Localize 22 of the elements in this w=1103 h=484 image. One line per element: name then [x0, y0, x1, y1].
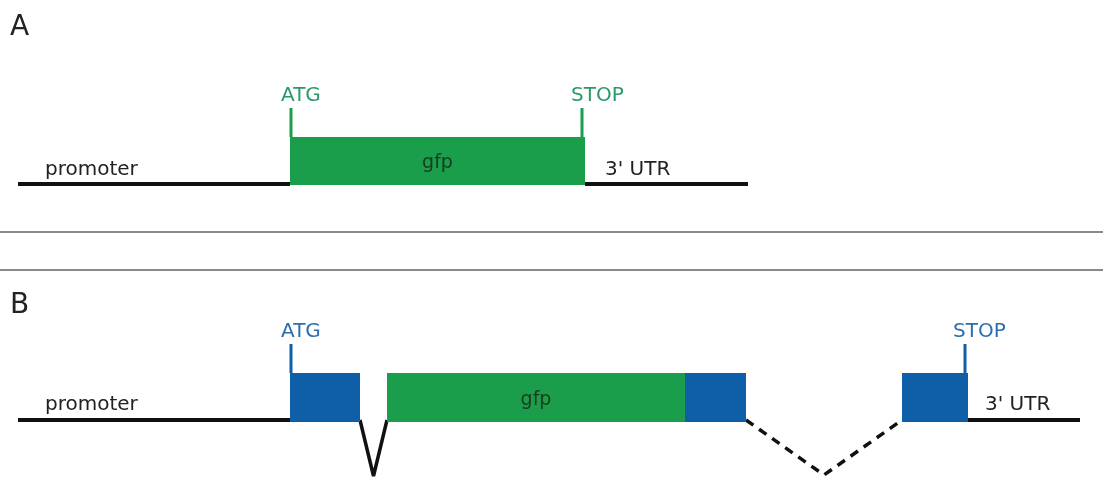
intron-line [358, 419, 389, 478]
region-label: promoter [45, 158, 138, 178]
exon-box [902, 373, 968, 422]
codon-tick [289, 108, 293, 137]
codon-tick [963, 344, 967, 373]
codon-label: ATG [281, 84, 321, 104]
exon-box [685, 373, 746, 422]
codon-tick [580, 108, 584, 137]
panel-letter: B [10, 290, 30, 318]
coding-region [290, 137, 585, 185]
region-label: 3' UTR [605, 158, 671, 178]
gene-label: gfp [422, 150, 453, 172]
codon-label: STOP [953, 320, 1006, 340]
region-label: 3' UTR [985, 393, 1051, 413]
region-label: promoter [45, 393, 138, 413]
exon-box [290, 373, 360, 422]
codon-tick [289, 344, 293, 373]
codon-label: STOP [571, 84, 624, 104]
gene-label: gfp [520, 386, 552, 409]
panel-letter: A [10, 12, 30, 40]
coding-region [387, 373, 685, 422]
codon-label: ATG [281, 320, 321, 340]
